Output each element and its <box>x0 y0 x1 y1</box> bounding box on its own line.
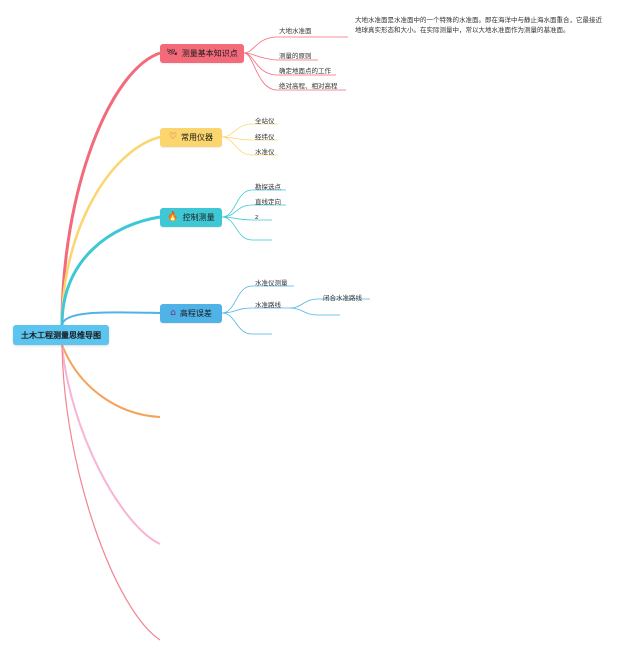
leaf-measurement-principle[interactable]: 测量的原则 <box>279 52 312 60</box>
leaf-level[interactable]: 水准仪 <box>255 148 275 156</box>
heart-icon: ♡ <box>168 132 178 142</box>
leaf-elevation[interactable]: 绝对高程、相对高程 <box>279 82 338 90</box>
leaf-total-station[interactable]: 全站仪 <box>255 117 275 125</box>
leaf-line-orientation[interactable]: 直线定向 <box>255 198 281 206</box>
root-node[interactable]: 土木工程测量思维导图 <box>13 325 109 345</box>
sub-line <box>289 307 340 316</box>
topic-node-control-survey[interactable]: 🔥 控制测量 <box>160 208 222 227</box>
branch-line-extra-1 <box>61 344 161 418</box>
root-label: 土木工程测量思维导图 <box>21 330 101 340</box>
sub-line <box>243 52 346 91</box>
topic-label: 测量基本知识点 <box>181 49 238 58</box>
leaf-theodolite[interactable]: 经纬仪 <box>255 133 275 141</box>
branch-line-topic-2 <box>60 135 161 326</box>
sub-line <box>221 216 272 221</box>
home-icon: ⌂ <box>170 308 176 318</box>
sub-line <box>221 136 278 141</box>
sub-line <box>243 36 318 54</box>
leaf-closed-level-route[interactable]: 闭合水准路线 <box>323 294 362 302</box>
sub-line <box>221 136 278 156</box>
sub-line <box>221 312 272 335</box>
leaf-site-selection[interactable]: 勘探选点 <box>255 183 281 191</box>
topic-node-elevation-error[interactable]: ⌂ 高程误差 <box>160 304 222 323</box>
leaf-z[interactable]: z <box>255 213 259 221</box>
topic-node-instruments[interactable]: ♡ 常用仪器 <box>160 128 222 147</box>
sub-line <box>221 216 272 241</box>
branch-line-topic-1 <box>60 51 161 326</box>
branch-line-topic-4 <box>61 311 161 326</box>
topic-label: 控制测量 <box>182 213 215 222</box>
sub-line <box>289 298 370 309</box>
topic-label: 高程误差 <box>179 309 212 318</box>
sub-line <box>221 189 286 218</box>
leaf-geoid[interactable]: 大地水准面 <box>279 27 312 35</box>
leaf-ground-point-work[interactable]: 确定地面点的工作 <box>279 67 331 75</box>
topic-node-measurement-basics[interactable]: 🛰 测量基本知识点 <box>160 44 244 63</box>
satellite-icon: 🛰 <box>166 48 178 58</box>
fire-icon: 🔥 <box>167 212 179 222</box>
branch-line-extra-2 <box>61 344 161 545</box>
branch-line-topic-3 <box>60 215 161 326</box>
branch-line-extra-3 <box>61 344 161 641</box>
sub-line <box>243 52 318 61</box>
leaf-level-survey[interactable]: 水准仪测量 <box>255 279 288 287</box>
sub-line <box>221 285 294 314</box>
topic-label: 常用仪器 <box>181 133 214 142</box>
note-geoid: 大地水准面是水准面中的一个特殊的水准面。即在海洋中与静止海水面重合，它最接近地球… <box>355 16 602 34</box>
sub-line <box>221 123 278 138</box>
sub-line <box>221 307 290 314</box>
leaf-level-route[interactable]: 水准路线 <box>255 301 281 309</box>
sub-line <box>221 204 286 218</box>
